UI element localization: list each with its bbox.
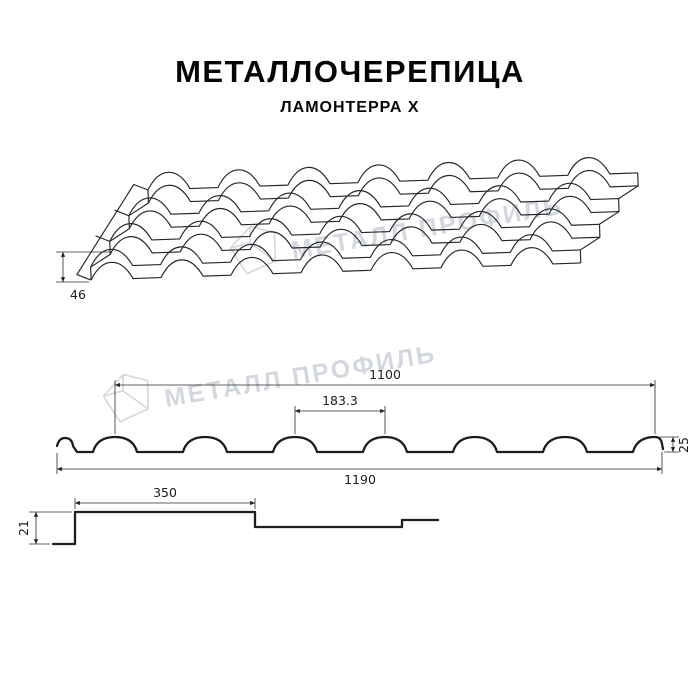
step-left-edge	[51, 510, 77, 546]
page-subtitle: ЛАМОНТЕРРА Х	[280, 99, 419, 116]
dimension-value: 1100	[369, 367, 401, 382]
logo-fold-lines	[103, 374, 149, 410]
extension-lines	[660, 436, 679, 453]
sheet-right-edge	[579, 172, 639, 263]
dimension-value: 21	[16, 520, 31, 536]
extension-lines	[29, 511, 72, 545]
logo-pentagon-outline	[102, 373, 150, 423]
dimension-wave-pitch-183: 183.3	[294, 393, 386, 434]
dimension-value: 350	[153, 485, 177, 500]
step-profile-line	[73, 510, 440, 529]
dimension-overlap-height-21: 21	[16, 511, 72, 545]
dimension-value: 46	[70, 287, 86, 302]
dimension-value: 1190	[344, 472, 376, 487]
overlap-step-view	[51, 510, 440, 546]
tile-row-crest	[146, 155, 639, 191]
perspective-view	[76, 155, 639, 281]
dimension-value: 183.3	[322, 393, 358, 408]
profile-outline	[55, 435, 665, 454]
watermark-text: МЕТАЛЛ ПРОФИЛЬ	[290, 192, 566, 265]
dimension-cover-width-1100: 1100	[114, 367, 656, 434]
header: МЕТАЛЛОЧЕРЕПИЦА ЛАМОНТЕРРА Х	[175, 54, 525, 116]
metall-profil-logo-icon	[102, 373, 150, 423]
dimension-overall-width-1190: 1190	[56, 452, 663, 487]
extension-lines	[114, 380, 656, 434]
dimension-value: 25	[676, 437, 691, 453]
extension-lines	[294, 406, 386, 434]
tile-sheet	[76, 155, 639, 281]
page-title: МЕТАЛЛОЧЕРЕПИЦА	[175, 54, 525, 89]
sheet-left-edge	[90, 189, 150, 281]
tile-row-step	[147, 168, 639, 204]
dimension-profile-height-25: 25	[660, 436, 691, 453]
sheet-rake-strip	[76, 183, 149, 281]
sheet-rake-ticks	[95, 209, 130, 242]
dimension-step-height-46: 46	[56, 251, 110, 302]
logo-fold-lines	[230, 226, 276, 262]
cross-section-view	[55, 435, 665, 454]
dimension-module-length-350: 350	[74, 485, 256, 509]
extension-lines	[56, 452, 663, 474]
